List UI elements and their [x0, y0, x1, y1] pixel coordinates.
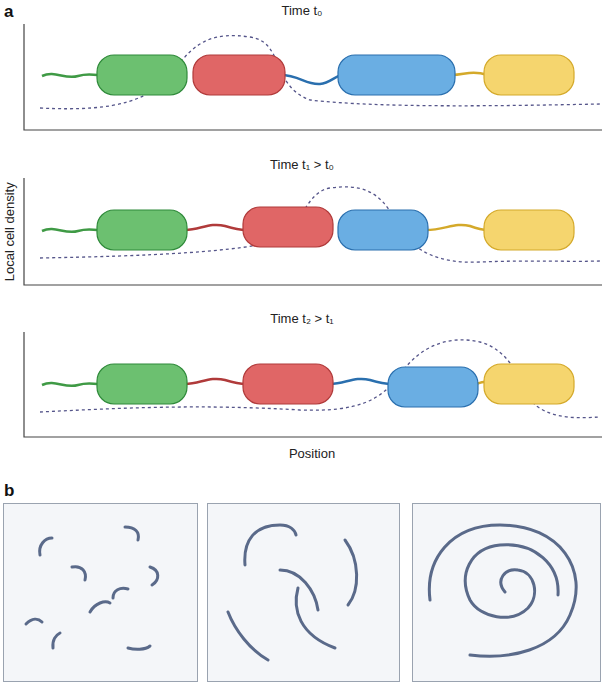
plot-3 [40, 340, 600, 418]
filaments [26, 525, 576, 660]
label: Time t₀ [281, 3, 322, 19]
axes [24, 24, 602, 437]
panel-letter: a [4, 2, 13, 22]
panel-b-boxes [4, 504, 601, 682]
panel-letter: b [4, 481, 14, 501]
label: Time t₁ > t₀ [270, 157, 334, 173]
label: Position [289, 446, 335, 462]
plot-2 [40, 187, 600, 262]
label: Time t₂ > t₁ [270, 311, 334, 327]
plot-1 [40, 36, 600, 109]
axis-title: Local cell density [1, 183, 17, 282]
